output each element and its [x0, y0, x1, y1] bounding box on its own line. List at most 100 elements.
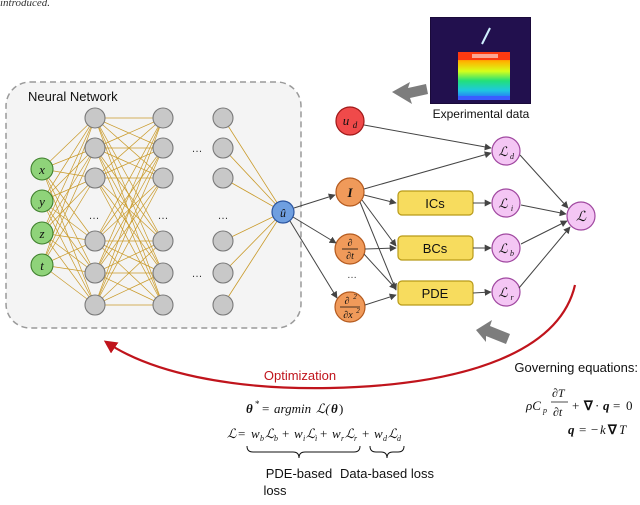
- svg-text:b: b: [274, 434, 278, 443]
- hidden-node: [84, 137, 106, 159]
- network-connection: [222, 211, 284, 306]
- bcs-label: BCs: [423, 241, 448, 256]
- operator-ellipsis: …: [347, 270, 357, 281]
- objective-equation: θ * = argmin ℒ( θ ): [246, 399, 343, 416]
- svg-text:ℒ: ℒ: [345, 426, 355, 441]
- network-connection: [94, 117, 164, 306]
- hidden-node: [152, 167, 174, 189]
- optimization-label: Optimization: [264, 368, 336, 383]
- svg-text:): ): [339, 401, 343, 416]
- network-connection: [41, 147, 96, 202]
- dt-numerator: ∂: [348, 238, 353, 249]
- data-loss-brace: [369, 445, 405, 459]
- loss-equation: ℒ = w b ℒ b + w i ℒ i + w r ℒ r + w d ℒ …: [227, 426, 402, 443]
- loss-node: [491, 277, 521, 307]
- network-connection: [94, 177, 164, 306]
- dt-denominator: ∂t: [346, 251, 354, 262]
- svg-text:r: r: [354, 434, 358, 443]
- network-connection: [94, 147, 164, 242]
- loss-node-symbol: ℒ: [498, 241, 508, 256]
- data-node-label: u: [343, 113, 350, 128]
- svg-text:k: k: [600, 422, 606, 437]
- loss-node-symbol: ℒ: [498, 196, 508, 211]
- svg-text:ℒ: ℒ: [227, 426, 237, 441]
- hidden-node: [212, 167, 234, 189]
- network-connection: [41, 117, 96, 202]
- svg-text:=: =: [262, 401, 269, 416]
- svg-text:d: d: [383, 434, 388, 443]
- input-node: [30, 221, 54, 245]
- hidden-node: [212, 294, 234, 316]
- data-node: [335, 106, 365, 136]
- dxx-denominator-sup: 2: [356, 307, 360, 315]
- svg-text:q: q: [603, 398, 610, 413]
- hidden-node: [212, 262, 234, 284]
- input-node-label: y: [37, 194, 45, 209]
- loss-node-symbol: ℒ: [498, 285, 508, 300]
- loss-node: [491, 233, 521, 263]
- governing-eq1: ρC p ∂T ∂t + ∇ · q = 0: [525, 386, 633, 419]
- neural-network-title: Neural Network: [28, 89, 118, 104]
- layer-ellipsis: …: [192, 143, 203, 155]
- svg-text:+: +: [362, 426, 369, 441]
- svg-text:∂T: ∂T: [552, 386, 566, 400]
- loss-node-subscript: b: [510, 249, 514, 258]
- pde-loss-brace: [246, 445, 361, 459]
- svg-text:+: +: [282, 426, 289, 441]
- svg-text:ℒ(: ℒ(: [316, 401, 330, 416]
- pde-loss-label-2: loss: [263, 483, 287, 498]
- flow-edges: [289, 124, 571, 306]
- input-node-label: x: [38, 162, 45, 177]
- svg-text:p: p: [542, 406, 547, 415]
- pde-label: PDE: [422, 286, 449, 301]
- svg-text:w: w: [294, 426, 303, 441]
- hidden-node: [152, 230, 174, 252]
- svg-text:ℒ: ℒ: [388, 426, 398, 441]
- loss-node: [491, 136, 521, 166]
- svg-text:·: ·: [595, 398, 599, 413]
- svg-text:=: =: [238, 426, 245, 441]
- network-connection: [94, 240, 164, 274]
- svg-text:ℒ: ℒ: [265, 426, 275, 441]
- hidden-node: [152, 107, 174, 129]
- network-connection: [41, 177, 96, 234]
- svg-text:+: +: [572, 398, 579, 413]
- hidden-node: [212, 137, 234, 159]
- network-connection: [94, 272, 164, 306]
- total-loss-node: [566, 201, 596, 231]
- theta-symbol: θ: [246, 401, 253, 416]
- loss-node-symbol: ℒ: [498, 144, 508, 159]
- svg-text:i: i: [315, 434, 317, 443]
- svg-text:argmin: argmin: [274, 401, 311, 416]
- input-node-label: t: [40, 258, 44, 273]
- svg-text:w: w: [251, 426, 260, 441]
- svg-text:w: w: [374, 426, 383, 441]
- layer-ellipsis: …: [192, 268, 203, 280]
- hidden-node: [84, 107, 106, 129]
- input-node: [30, 189, 54, 213]
- svg-text:=: =: [579, 422, 586, 437]
- loss-node: [491, 188, 521, 218]
- svg-text:i: i: [303, 434, 305, 443]
- network-connection: [41, 117, 96, 170]
- hidden-node: [152, 294, 174, 316]
- top-caption: introduced.: [0, 0, 50, 9]
- hidden-node: [212, 107, 234, 129]
- pde-loss-label-1: PDE-based: [266, 466, 332, 481]
- hidden-node: [152, 262, 174, 284]
- data-loss-label: Data-based loss: [340, 466, 434, 481]
- identity-node-label: I: [346, 185, 353, 200]
- network-connection: [94, 117, 164, 242]
- network-connection: [94, 117, 164, 149]
- loss-node-subscript: r: [510, 293, 514, 302]
- network-connection: [94, 117, 164, 179]
- network-connection: [222, 211, 284, 274]
- data-node-sub: d: [353, 120, 358, 130]
- svg-text:∇: ∇: [607, 422, 618, 437]
- ics-label: ICs: [425, 196, 445, 211]
- network-connection: [94, 240, 164, 306]
- experimental-data-label: Experimental data: [433, 107, 530, 121]
- governing-eq2: q = − k ∇ T: [568, 422, 627, 437]
